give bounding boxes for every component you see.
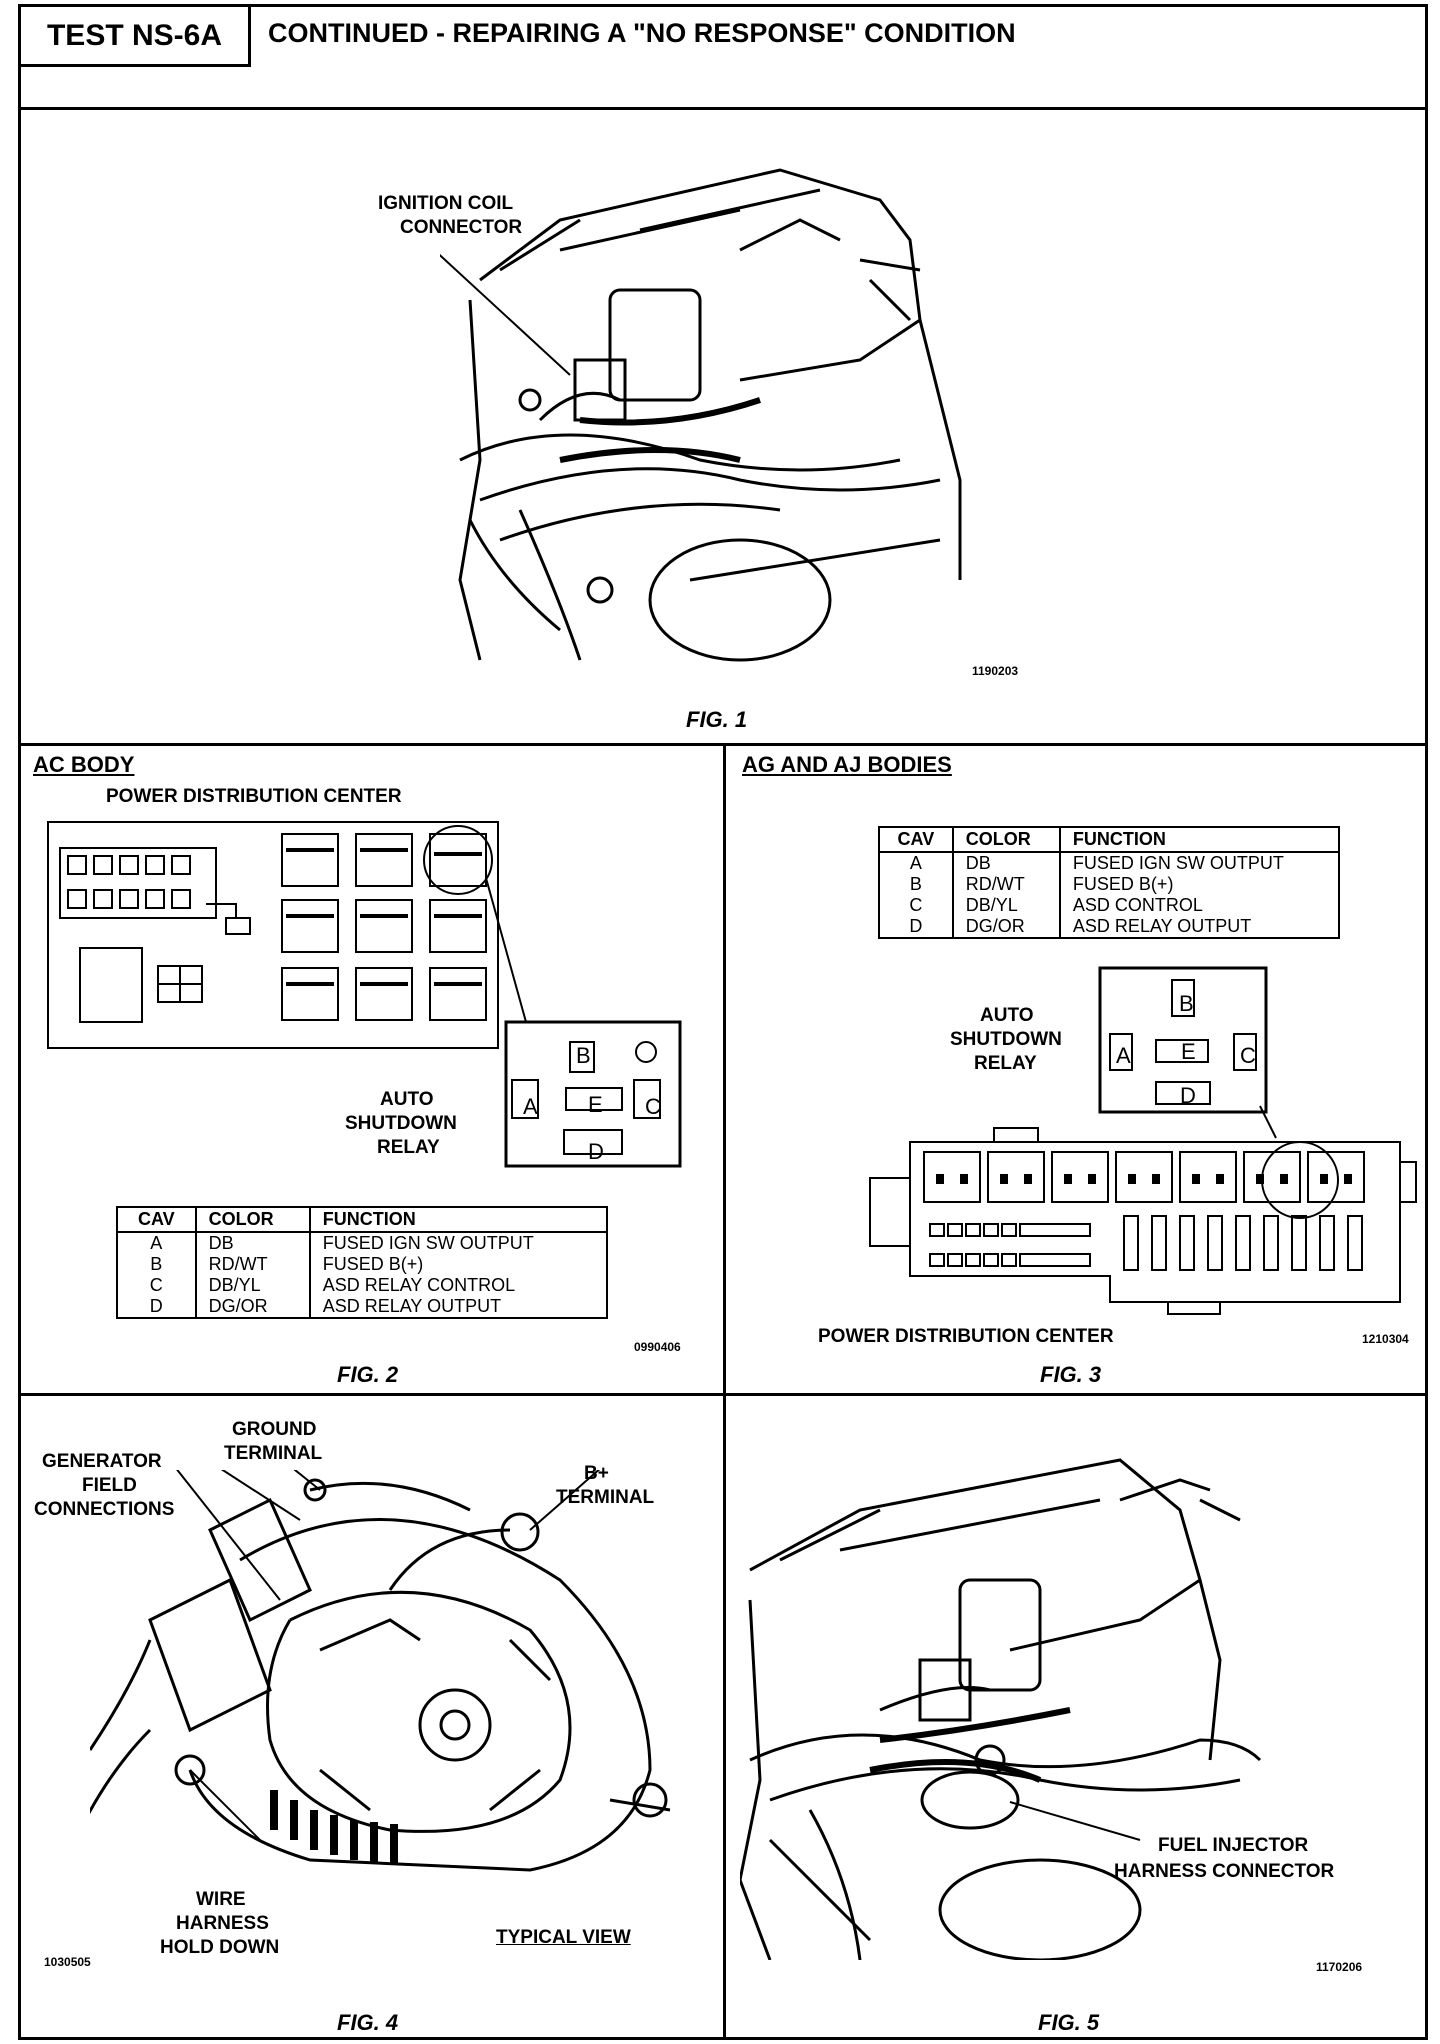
bplus-terminal-label-1: B+ [584, 1463, 609, 1484]
ac-body-heading: AC BODY [33, 752, 135, 777]
typical-view-label: TYPICAL VIEW [496, 1927, 631, 1948]
fig5-caption: FIG. 5 [1038, 2010, 1100, 2035]
fig3-pin-d: D [1180, 1083, 1196, 1108]
table-cell: RD/WT [952, 874, 1061, 895]
wire-harness-label-1: WIRE [196, 1889, 246, 1910]
test-id: TEST NS-6A [21, 7, 251, 67]
page-title: CONTINUED - REPAIRING A "NO RESPONSE" CO… [268, 18, 1016, 48]
table-cell: B [879, 874, 954, 895]
fuel-injector-label-2: HARNESS CONNECTOR [1114, 1861, 1335, 1882]
table-cell: ASD RELAY OUTPUT [309, 1296, 609, 1318]
fig2-pin-d: D [588, 1139, 604, 1164]
bplus-terminal-label-2: TERMINAL [556, 1487, 655, 1508]
fig2-relay-label-2: SHUTDOWN [345, 1113, 457, 1134]
fig3-relay-label-2: SHUTDOWN [950, 1029, 1062, 1050]
table-header-function: FUNCTION [1059, 827, 1341, 853]
fig2-pin-c: C [645, 1094, 661, 1119]
table-header-color: COLOR [952, 827, 1061, 853]
fig5-engine-illustration [740, 1458, 1262, 1960]
fig3-pin-b: B [1179, 991, 1194, 1016]
fig2-pdc-diagram [47, 821, 682, 1168]
fig3-caption: FIG. 3 [1040, 1362, 1102, 1387]
table-cell: DG/OR [952, 916, 1061, 938]
table-cell: RD/WT [195, 1254, 311, 1275]
table-cell: ASD CONTROL [1059, 895, 1341, 916]
fig4-ref: 1030505 [44, 1955, 91, 1969]
fig2-caption: FIG. 2 [337, 1362, 399, 1387]
fig1-engine-illustration [440, 168, 962, 662]
table-cell: C [117, 1275, 197, 1296]
table-cell: DB [195, 1232, 311, 1254]
fuel-injector-label-1: FUEL INJECTOR [1158, 1835, 1309, 1856]
table-cell: FUSED IGN SW OUTPUT [309, 1232, 609, 1254]
table-cell: A [117, 1232, 197, 1254]
table-cell: FUSED B(+) [309, 1254, 609, 1275]
table-header-function: FUNCTION [309, 1207, 609, 1233]
table-cell: DB/YL [952, 895, 1061, 916]
column-divider [723, 743, 726, 2040]
generator-field-label-1: GENERATOR [42, 1451, 162, 1472]
ignition-coil-label-line2: CONNECTOR [400, 217, 523, 238]
table-cell: C [879, 895, 954, 916]
table-cell: DG/OR [195, 1296, 311, 1318]
table-header-row: CAV COLOR FUNCTION [117, 1207, 609, 1233]
fig3-pdc-label: POWER DISTRIBUTION CENTER [818, 1326, 1114, 1347]
header-divider [18, 107, 1428, 110]
fig3-ref: 1210304 [1362, 1332, 1409, 1346]
fig4-generator-illustration [90, 1470, 671, 1872]
fig2-relay-label-3: RELAY [377, 1137, 440, 1158]
table-cell: B [117, 1254, 197, 1275]
table-cell: D [117, 1296, 197, 1318]
fig3-pin-c: C [1240, 1043, 1256, 1068]
ground-terminal-label-2: TERMINAL [224, 1443, 323, 1464]
table-cell: A [879, 852, 954, 874]
table-cell: ASD RELAY CONTROL [309, 1275, 609, 1296]
fig2-pin-b: B [576, 1043, 591, 1068]
wire-harness-label-2: HARNESS [176, 1913, 269, 1934]
table-cell: FUSED IGN SW OUTPUT [1059, 852, 1341, 874]
fig3-relay-label-3: RELAY [974, 1053, 1037, 1074]
fig2-ref: 0990406 [634, 1340, 681, 1354]
ignition-coil-label: IGNITION COIL [378, 193, 514, 214]
table-cell: D [879, 916, 954, 938]
table-cell: DB [952, 852, 1061, 874]
generator-field-label-3: CONNECTIONS [34, 1499, 175, 1520]
table-header-cav: CAV [117, 1207, 197, 1233]
fig2-relay-label-1: AUTO [380, 1089, 434, 1110]
fig1-ref: 1190203 [972, 664, 1019, 678]
fig3-pin-a: A [1116, 1043, 1131, 1068]
fig5-ref: 1170206 [1316, 1960, 1363, 1974]
fig2-pin-a: A [523, 1094, 538, 1119]
table-header-cav: CAV [879, 827, 954, 853]
fig1-caption: FIG. 1 [686, 707, 748, 732]
table-header-row: CAV COLOR FUNCTION [879, 827, 1341, 853]
fig2-pdc-label: POWER DISTRIBUTION CENTER [106, 786, 402, 807]
fig4-caption: FIG. 4 [337, 2010, 399, 2035]
fig3-pin-e: E [1181, 1039, 1196, 1064]
table-cell: FUSED B(+) [1059, 874, 1341, 895]
ag-aj-bodies-heading: AG AND AJ BODIES [742, 752, 952, 777]
fig3-pdc-diagram [869, 966, 1417, 1315]
wire-harness-label-3: HOLD DOWN [160, 1937, 280, 1958]
fig2-pin-e: E [588, 1092, 603, 1117]
table-cell: ASD RELAY OUTPUT [1059, 916, 1341, 938]
table-cell: DB/YL [195, 1275, 311, 1296]
ground-terminal-label-1: GROUND [232, 1419, 317, 1440]
fig3-relay-label-1: AUTO [980, 1005, 1034, 1026]
generator-field-label-2: FIELD [82, 1475, 137, 1496]
table-header-color: COLOR [195, 1207, 311, 1233]
